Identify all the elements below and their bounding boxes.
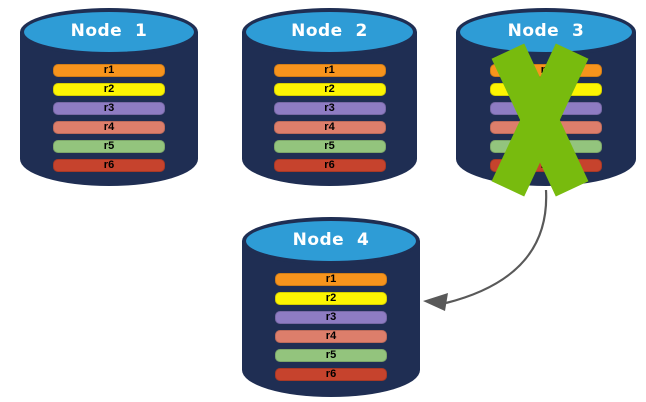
node-3: Node 3 r1 r2 r3 r4 r5 r6 (456, 8, 636, 197)
node-title: Node 2 (291, 21, 368, 41)
cylinder-top (242, 217, 420, 265)
record-r1: r1 (273, 64, 386, 77)
record-r3: r3 (273, 102, 386, 115)
record-r5: r5 (275, 349, 387, 362)
transfer-arrow-line (445, 189, 548, 305)
cylinder-top (242, 8, 417, 56)
record-r2: r2 (275, 292, 387, 305)
record-r1: r1 (53, 64, 165, 77)
record-r4: r4 (53, 121, 165, 134)
record-r3: r3 (275, 311, 387, 324)
transfer-arrow (423, 189, 548, 311)
record-r2: r2 (273, 83, 386, 96)
transfer-arrow-head (423, 293, 448, 311)
node-2: Node 2 r1 r2 r3 r4 r5 r6 (242, 8, 417, 186)
record-stack: r1 r2 r3 r4 r5 r6 (53, 64, 165, 178)
record-r6: r6 (275, 368, 387, 381)
record-r1: r1 (275, 273, 387, 286)
record-stack: r1 r2 r3 r4 r5 r6 (273, 64, 386, 178)
node-title: Node 3 (507, 21, 585, 41)
record-r6: r6 (53, 159, 165, 172)
node-title: Node 1 (70, 21, 148, 41)
cylinder-top (20, 8, 198, 56)
record-r2: r2 (53, 83, 165, 96)
record-r6: r6 (273, 159, 386, 172)
cylinder-top (456, 8, 636, 56)
node-4: Node 4 r1 r2 r3 r4 r5 r6 (242, 217, 420, 397)
node-title: Node 4 (292, 230, 370, 250)
record-r4: r4 (273, 121, 386, 134)
record-r4: r4 (275, 330, 387, 343)
record-r3: r3 (53, 102, 165, 115)
record-stack: r1 r2 r3 r4 r5 r6 (275, 273, 387, 387)
record-r5: r5 (273, 140, 386, 153)
node-1: Node 1 r1 r2 r3 r4 r5 r6 (20, 8, 198, 186)
record-r5: r5 (53, 140, 165, 153)
